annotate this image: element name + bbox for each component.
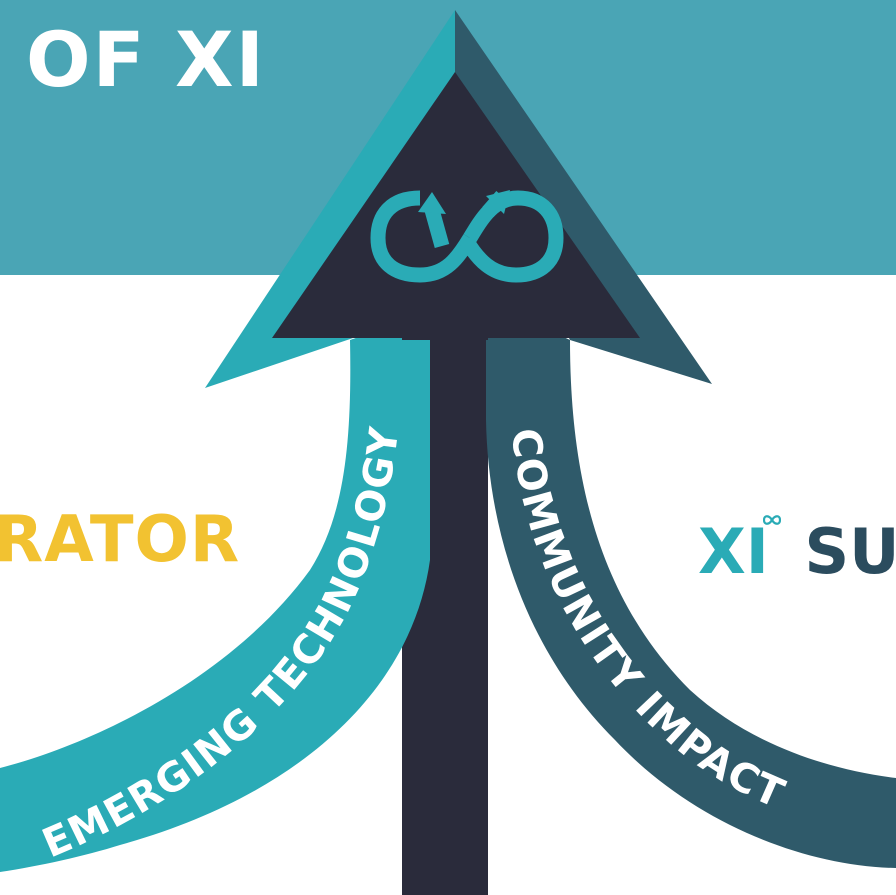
logo-xi: XI [698,512,781,592]
right-ribbon [486,300,896,868]
arrowhead-right-half [455,10,712,384]
infinity-arrowheads [418,190,510,214]
logo-xi-text: XI [698,515,769,588]
logo-word: SUR [804,515,896,588]
left-partial-label: RATOR [0,503,241,577]
infinity-icon [762,515,781,525]
arrowhead-neck [402,300,488,340]
right-partial-logo: XI SUR [698,512,896,592]
header-title: OF XI [26,15,266,104]
left-ribbon [0,312,430,872]
